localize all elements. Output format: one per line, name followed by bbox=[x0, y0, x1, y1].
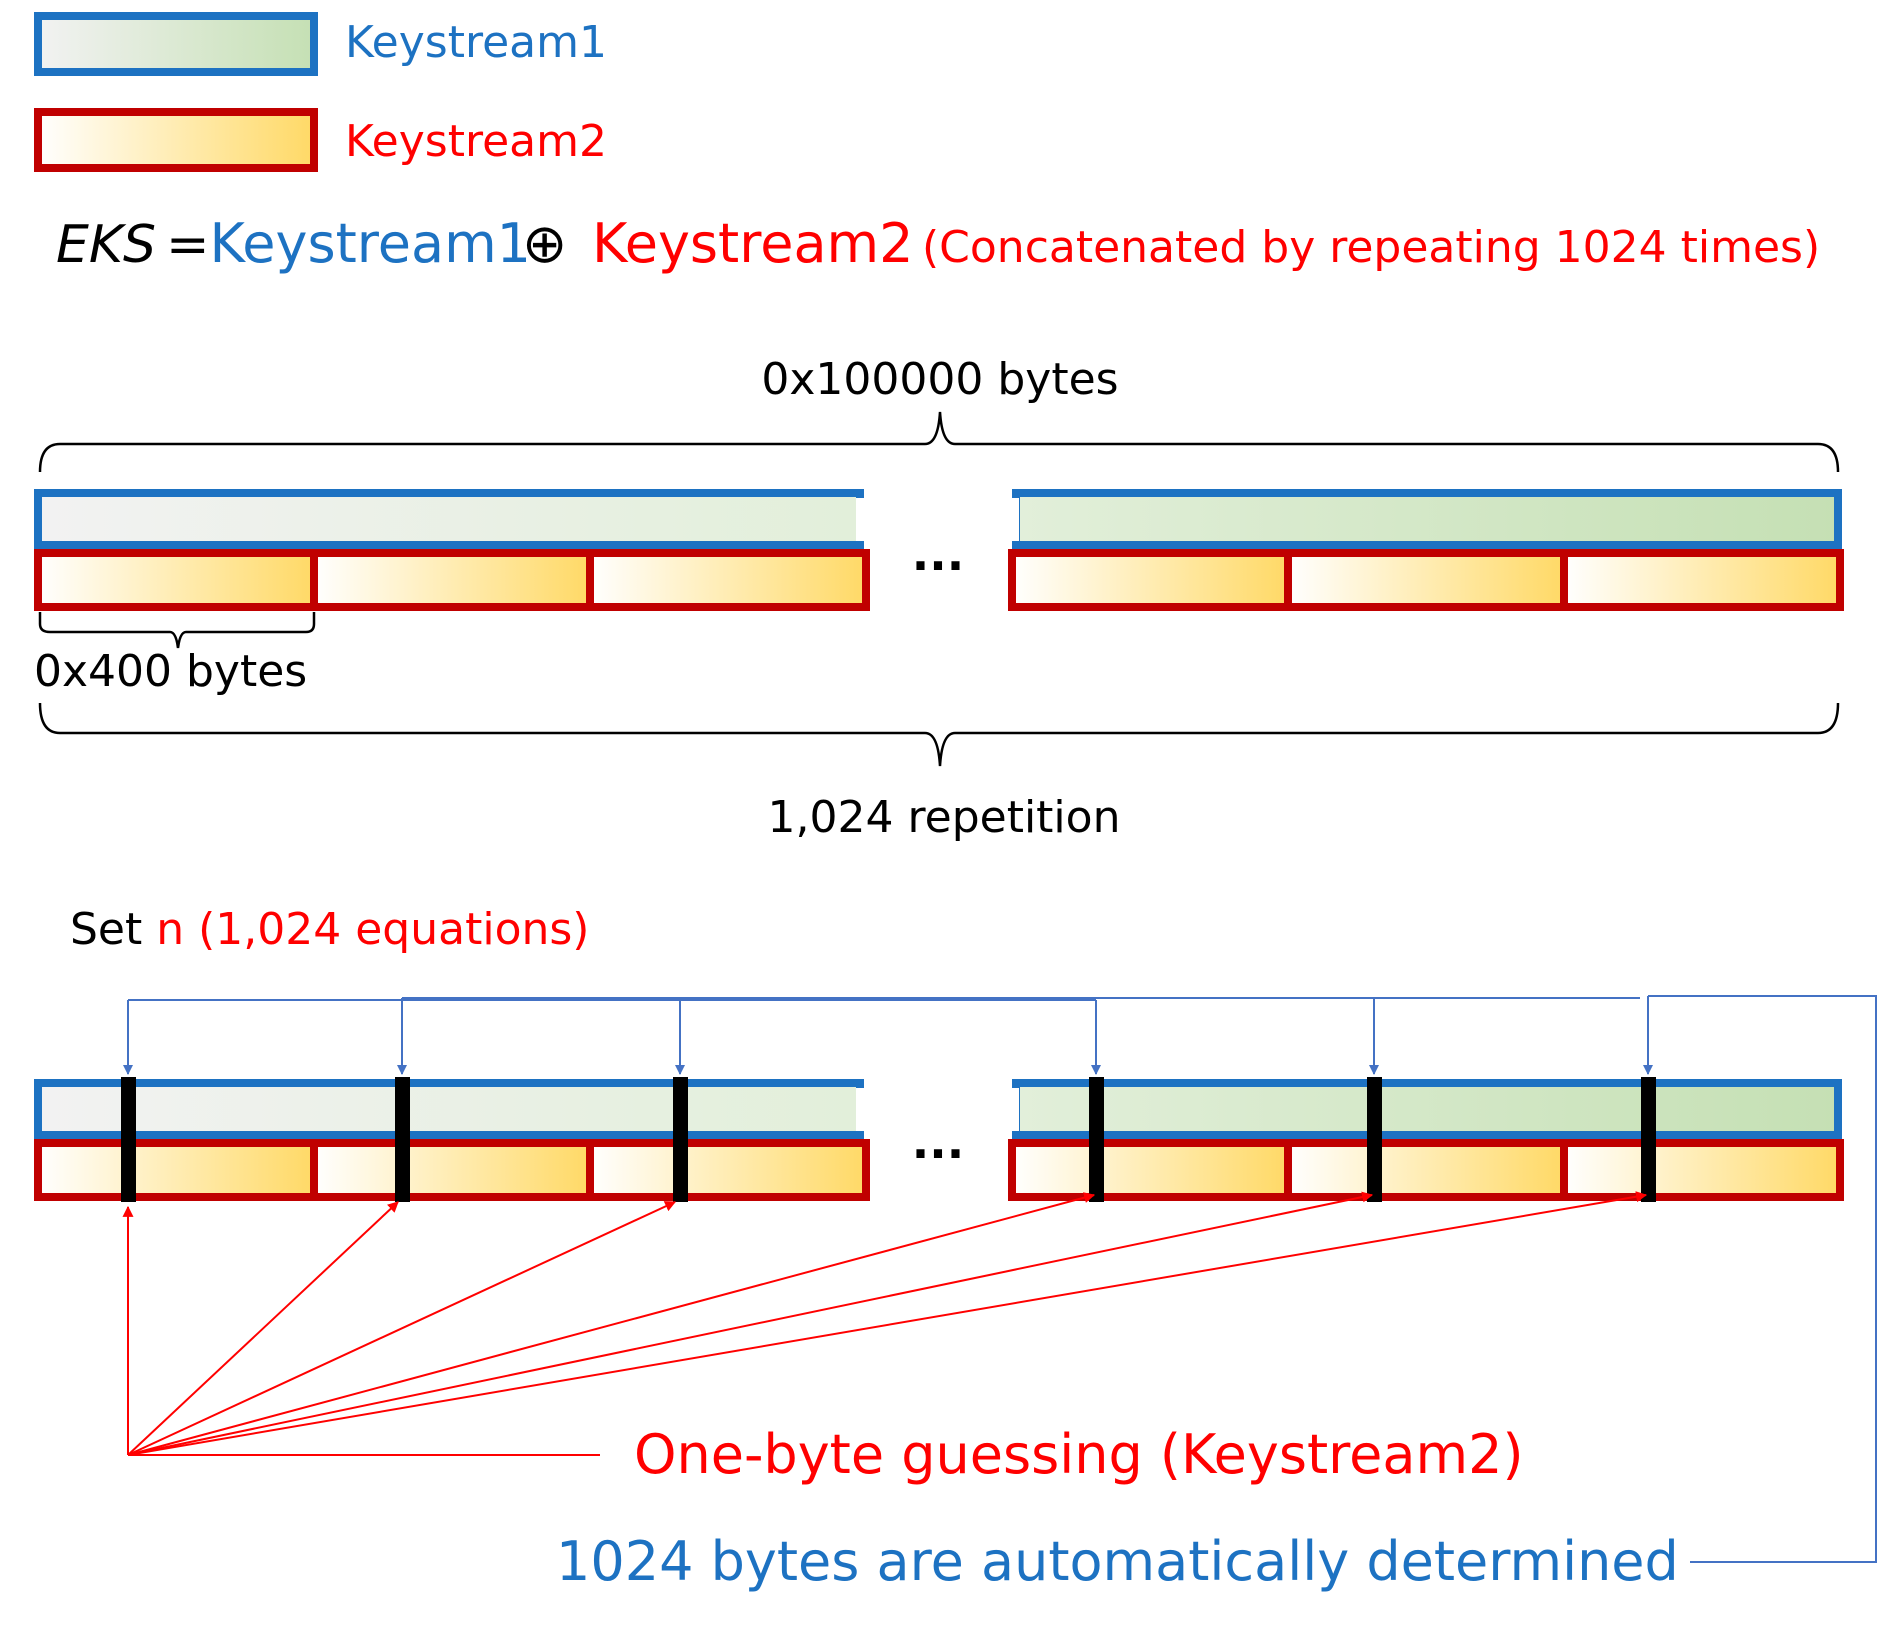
keystream1-gap-mask-left-bottom bbox=[856, 1088, 866, 1131]
guess-label: One-byte guessing (Keystream2) bbox=[634, 1423, 1524, 1486]
repetition-brace bbox=[38, 702, 1840, 767]
keystream2-block bbox=[1560, 549, 1844, 611]
keystream2-blocks-bottom bbox=[34, 1139, 1844, 1201]
keystream2-block bbox=[1560, 1139, 1844, 1201]
byte-marker bbox=[1641, 1077, 1656, 1202]
set-n-label: Set n (1,024 equations) bbox=[70, 904, 589, 955]
formula-k2: Keystream2 bbox=[592, 212, 914, 275]
formula-line: EKS=Keystream1 bbox=[56, 212, 531, 275]
red-guess-arrows bbox=[122, 1191, 1648, 1456]
byte-marker bbox=[395, 1077, 410, 1202]
keystream1-bar-right-bottom bbox=[1012, 1079, 1842, 1139]
byte-marker bbox=[673, 1077, 688, 1202]
keystream2-block bbox=[586, 549, 870, 611]
keystream2-block bbox=[586, 1139, 870, 1201]
keystream2-block bbox=[34, 1139, 318, 1201]
byte-marker bbox=[121, 1077, 136, 1202]
formula-equals: = bbox=[166, 215, 210, 275]
byte-marker bbox=[1089, 1077, 1104, 1202]
total-size-brace bbox=[38, 411, 1840, 473]
blue-connectors bbox=[123, 995, 1877, 1563]
set-suffix: n (1,024 equations) bbox=[156, 904, 589, 955]
keystream2-block bbox=[34, 549, 318, 611]
top-diagram: 0x100000 bytes ... 0x400 bytes 1,024 rep… bbox=[34, 354, 1844, 843]
ellipsis-top: ... bbox=[912, 527, 964, 581]
keystream1-bar-right bbox=[1012, 489, 1842, 549]
keystream1-gap-mask-right bbox=[1009, 498, 1019, 541]
legend-swatch-keystream2 bbox=[34, 108, 318, 172]
keystream2-block bbox=[1008, 1139, 1292, 1201]
ellipsis-bottom: ... bbox=[912, 1115, 964, 1169]
legend: Keystream1 Keystream2 bbox=[34, 12, 607, 172]
keystream1-bar-left bbox=[34, 489, 864, 549]
keystream2-block bbox=[1284, 549, 1568, 611]
block-size-brace bbox=[38, 612, 316, 649]
keystream2-block bbox=[310, 549, 594, 611]
keystream1-bar-left-bottom bbox=[34, 1079, 864, 1139]
keystream2-block bbox=[1284, 1139, 1568, 1201]
total-size-label: 0x100000 bytes bbox=[761, 354, 1118, 405]
keystream2-block bbox=[1008, 549, 1292, 611]
keystream1-gap-mask-left bbox=[856, 498, 866, 541]
byte-markers bbox=[121, 1077, 1656, 1202]
repetition-label: 1,024 repetition bbox=[768, 792, 1121, 843]
formula-eks: EKS bbox=[56, 215, 156, 275]
keystream2-blocks-top bbox=[34, 549, 1844, 611]
legend-label-keystream1: Keystream1 bbox=[345, 17, 607, 68]
formula-xor: ⊕ bbox=[522, 212, 567, 275]
formula-note: (Concatenated by repeating 1024 times) bbox=[922, 222, 1820, 273]
block-size-label: 0x400 bytes bbox=[34, 646, 307, 697]
legend-label-keystream2: Keystream2 bbox=[345, 116, 607, 167]
set-prefix: Set bbox=[70, 904, 156, 955]
formula: EKS=Keystream1 ⊕ Keystream2 (Concatenate… bbox=[56, 212, 1820, 275]
determined-connector bbox=[1648, 995, 1877, 1563]
determined-label: 1024 bytes are automatically determined bbox=[556, 1530, 1679, 1593]
byte-marker bbox=[1367, 1077, 1382, 1202]
bottom-diagram: Set n (1,024 equations) bbox=[34, 904, 1877, 1593]
formula-k1: Keystream1 bbox=[210, 212, 532, 275]
legend-swatch-keystream1 bbox=[34, 12, 318, 76]
keystream2-block bbox=[310, 1139, 594, 1201]
keystream1-gap-mask-right-bottom bbox=[1009, 1088, 1019, 1131]
